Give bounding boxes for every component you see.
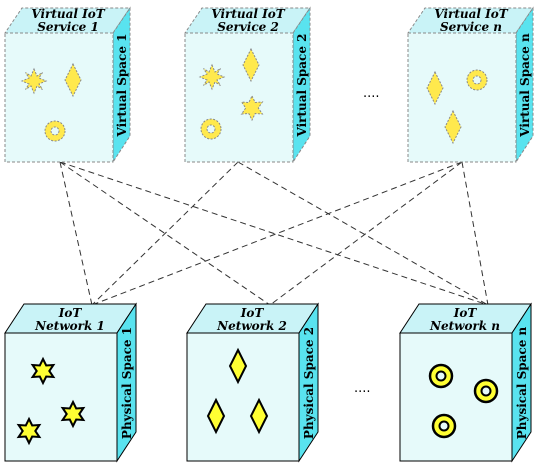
- physical-cube-1: IoT Network 1 Physical Space 1: [4, 302, 137, 463]
- cube-front-face: [407, 32, 517, 163]
- cube-side-label: Virtual Space 2: [295, 33, 309, 137]
- link-v2-pn: [237, 161, 489, 306]
- cube-title-line2: Service 1: [37, 20, 99, 34]
- ellipsis-physical: ....: [354, 381, 371, 396]
- link-vn-p1: [91, 161, 463, 306]
- star-icon: [21, 68, 47, 94]
- ring-icon: [473, 378, 499, 404]
- cube-front-face: [186, 332, 300, 462]
- link-v1-p1: [59, 161, 93, 306]
- link-vn-p2: [269, 161, 463, 306]
- ring-icon: [428, 363, 454, 389]
- cube-title-line2: Network n: [429, 319, 500, 333]
- link-v2-p1: [91, 161, 239, 306]
- star-icon: [199, 64, 225, 90]
- cube-title-line1: IoT: [58, 306, 83, 320]
- virtual-cube-n: Virtual IoT Service n Virtual Space n: [407, 6, 534, 164]
- cube-title-line2: Service n: [440, 20, 502, 34]
- ellipsis-virtual: ....: [363, 86, 380, 101]
- cube-title-line1: Virtual IoT: [434, 7, 508, 21]
- cube-title-line1: IoT: [240, 306, 265, 320]
- cube-title-line2: Network 2: [216, 319, 287, 333]
- cube-side-label: Virtual Space n: [518, 33, 532, 138]
- cube-front-face: [184, 32, 294, 163]
- connection-lines: [59, 161, 489, 306]
- link-vn-pn: [461, 161, 489, 306]
- cube-title-line1: Virtual IoT: [211, 7, 285, 21]
- physical-cube-2: IoT Network 2 Physical Space 2: [186, 302, 319, 463]
- link-v1-p2: [59, 161, 271, 306]
- ring-icon: [431, 413, 457, 439]
- cube-side-label: Physical Space n: [515, 326, 529, 439]
- cube-title-line2: Service 2: [217, 20, 279, 34]
- virtual-cube-2: Virtual IoT Service 2 Virtual Space 2: [184, 6, 311, 164]
- cube-title-line2: Network 1: [34, 319, 105, 333]
- ring-icon: [466, 69, 488, 91]
- cube-side-label: Physical Space 1: [120, 327, 134, 439]
- cube-title-line1: IoT: [453, 306, 478, 320]
- cube-title-line1: Virtual IoT: [31, 7, 105, 21]
- link-v1-pn: [59, 161, 489, 306]
- cube-front-face: [4, 332, 118, 462]
- ring-icon: [44, 120, 66, 142]
- physical-cube-n: IoT Network n Physical Space n: [399, 302, 532, 463]
- cube-side-label: Physical Space 2: [302, 327, 316, 439]
- virtual-cube-1: Virtual IoT Service 1 Virtual Space 1: [4, 6, 131, 164]
- cube-front-face: [4, 32, 114, 163]
- cube-side-label: Virtual Space 1: [115, 33, 129, 137]
- ring-icon: [200, 118, 222, 140]
